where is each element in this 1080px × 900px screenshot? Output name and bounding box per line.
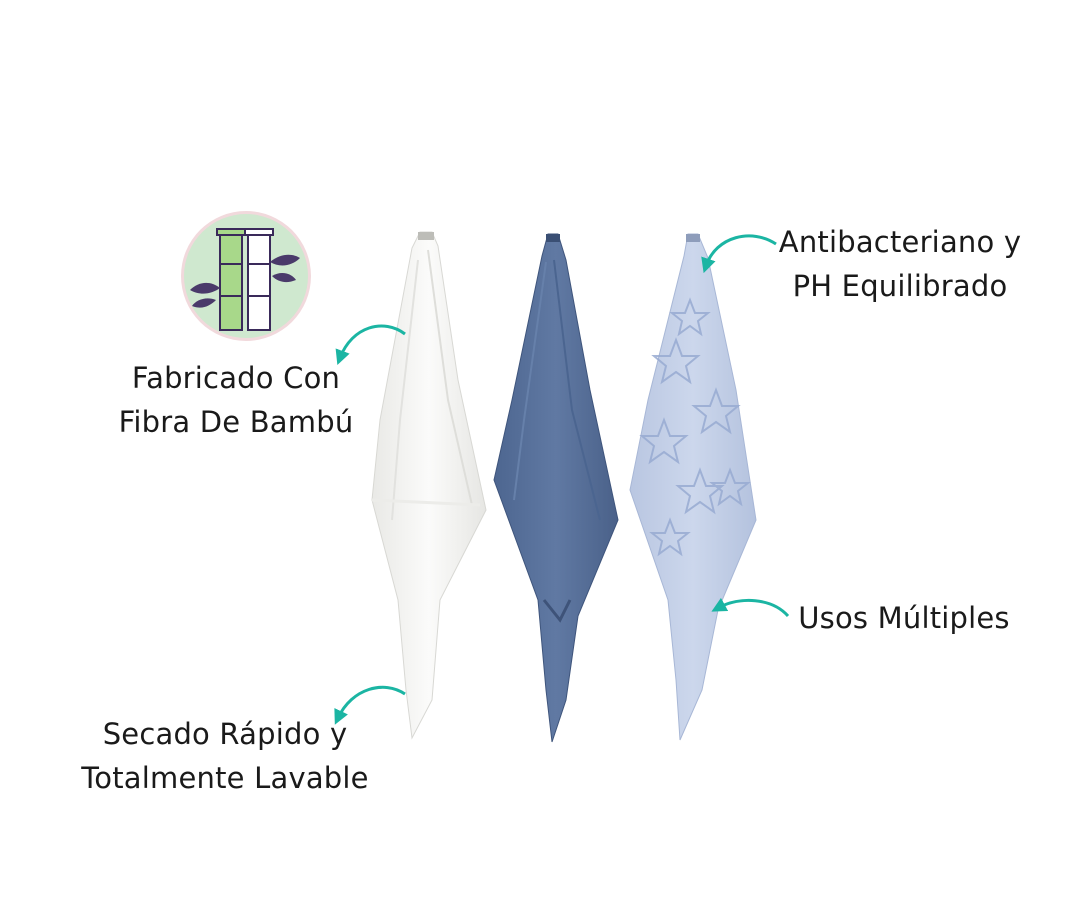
light-blue-star-towel [629, 233, 757, 741]
white-muslin-towel [371, 231, 487, 740]
feature-line: Totalmente Lavable [81, 761, 369, 795]
curved-arrow-icon [711, 597, 790, 618]
curved-arrow-icon [701, 234, 777, 274]
feature-line: Secado Rápido y [102, 717, 348, 751]
feature-label-antibacterial: Antibacteriano y PH Equilibrado [770, 220, 1030, 308]
curved-arrow-icon [334, 685, 406, 725]
bamboo-fiber-badge-icon [181, 211, 311, 341]
feature-label-bamboo-fiber: Fabricado Con Fibra De Bambú [96, 356, 376, 444]
feature-line: Fabricado Con [131, 361, 341, 395]
curved-arrow-icon [335, 324, 406, 366]
feature-label-multiple-uses: Usos Múltiples [786, 596, 1022, 640]
feature-label-quick-dry: Secado Rápido y Totalmente Lavable [60, 712, 390, 800]
feature-line: Antibacteriano y [778, 225, 1022, 259]
feature-line: Fibra De Bambú [118, 405, 354, 439]
feature-line: PH Equilibrado [792, 269, 1008, 303]
navy-muslin-towel [493, 233, 619, 743]
feature-line: Usos Múltiples [798, 601, 1010, 635]
